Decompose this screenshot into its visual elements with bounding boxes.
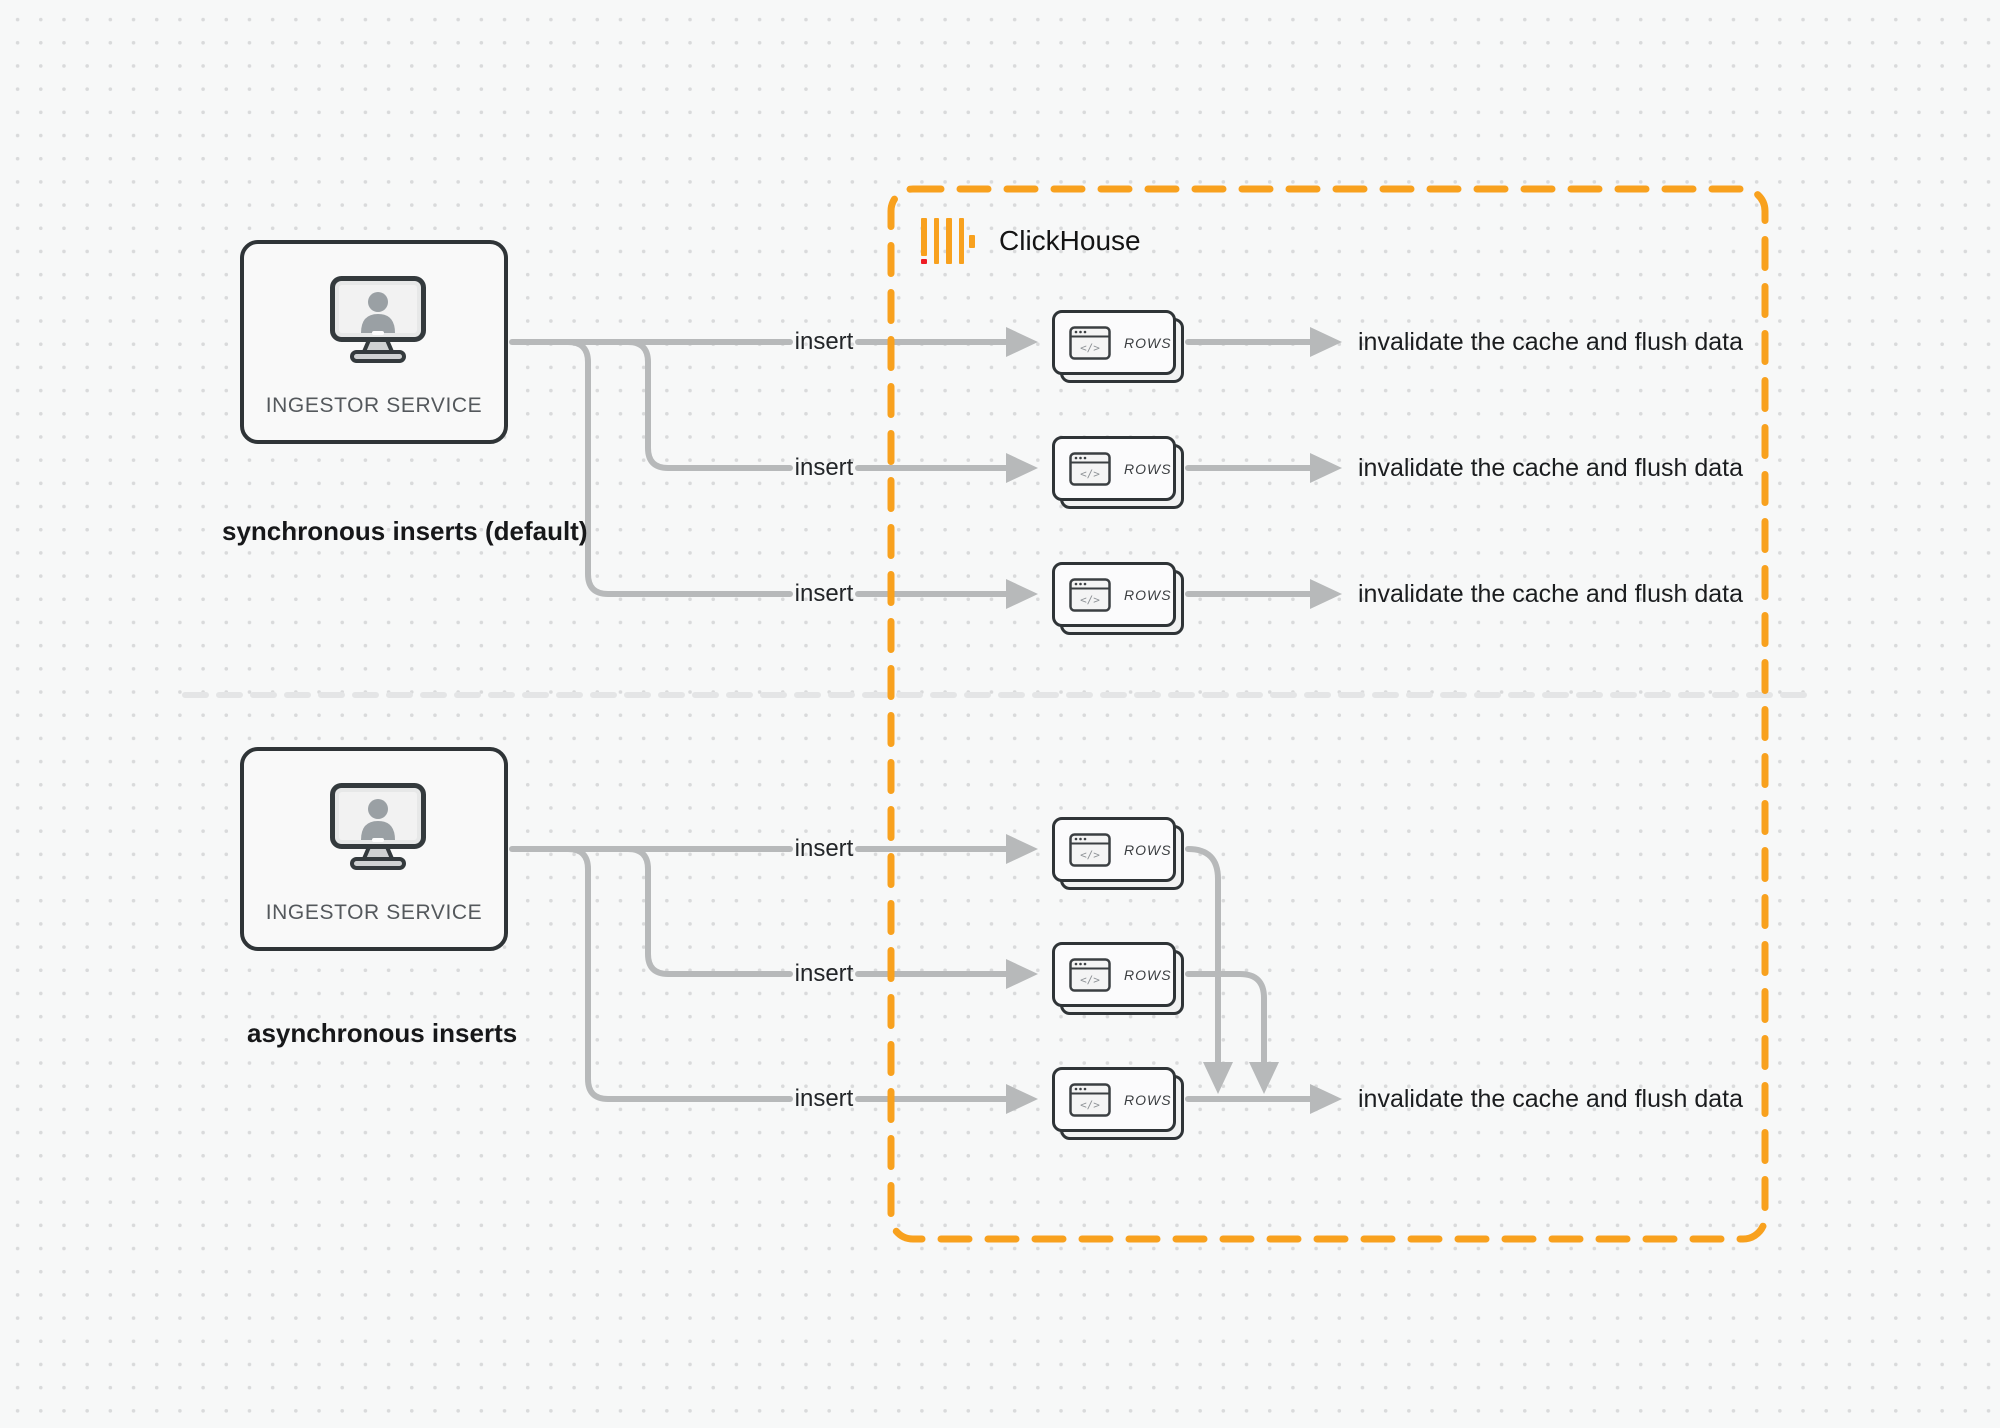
code-window-icon: </> (1069, 1082, 1111, 1117)
rows-card-async-3: </> ROWS (1052, 1067, 1184, 1140)
rows-card-label: ROWS (1124, 1091, 1172, 1108)
svg-text:</>: </> (1080, 467, 1100, 480)
sync-branch-3 (565, 339, 793, 597)
clickhouse-bars-icon (921, 218, 981, 264)
clickhouse-wordmark: ClickHouse (999, 225, 1141, 256)
insert-label-async-1: insert (794, 835, 854, 862)
async-connectors (509, 846, 1315, 1102)
service-label-async: INGESTOR SERVICE (265, 901, 483, 924)
rows-card-label: ROWS (1124, 966, 1172, 983)
rows-card-sync-1: </> ROWS (1052, 310, 1184, 383)
svg-text:</>: </> (1080, 848, 1100, 861)
async-branch-2 (625, 846, 793, 977)
async-arrowheads (1006, 834, 1342, 1114)
code-window-icon: </> (1069, 957, 1111, 992)
code-window-icon: </> (1069, 832, 1111, 867)
ingestor-service-box-async: INGESTOR SERVICE (240, 747, 508, 951)
rows-card-sync-3: </> ROWS (1052, 562, 1184, 635)
clickhouse-red-pixel (921, 258, 927, 264)
rows-card-label: ROWS (1124, 334, 1172, 351)
invalidate-label-sync-3: invalidate the cache and flush data (1358, 580, 1743, 608)
insert-label-sync-3: insert (794, 580, 854, 607)
async-branch-3 (565, 846, 793, 1102)
svg-text:</>: </> (1080, 973, 1100, 986)
code-window-icon: </> (1069, 451, 1111, 486)
rows-card-label: ROWS (1124, 586, 1172, 603)
async-merge-line-2 (1185, 971, 1267, 1065)
svg-text:</>: </> (1080, 593, 1100, 606)
svg-text:</>: </> (1080, 1098, 1100, 1111)
clickhouse-logo: ClickHouse (921, 217, 1141, 265)
sync-branch-2 (625, 339, 793, 471)
svg-text:</>: </> (1080, 341, 1100, 354)
rows-card-label: ROWS (1124, 460, 1172, 477)
code-window-icon: </> (1069, 577, 1111, 612)
rows-card-sync-2: </> ROWS (1052, 436, 1184, 509)
rows-card-async-2: </> ROWS (1052, 942, 1184, 1015)
invalidate-label-sync-1: invalidate the cache and flush data (1358, 328, 1743, 356)
sync-section-title: synchronous inserts (default) (222, 516, 588, 546)
insert-label-sync-2: insert (794, 454, 854, 481)
code-window-icon: </> (1069, 325, 1111, 360)
insert-label-async-2: insert (794, 960, 854, 987)
monitor-user-icon (330, 783, 426, 870)
insert-label-sync-1: insert (794, 328, 854, 355)
sync-connectors (509, 339, 1315, 597)
invalidate-label-sync-2: invalidate the cache and flush data (1358, 454, 1743, 482)
rows-card-label: ROWS (1124, 841, 1172, 858)
clickhouse-boundary-box (887, 185, 1769, 1243)
sync-arrowheads (1006, 327, 1342, 609)
invalidate-label-async: invalidate the cache and flush data (1358, 1085, 1743, 1113)
service-label-sync: INGESTOR SERVICE (265, 394, 483, 417)
monitor-user-icon (330, 276, 426, 363)
insert-label-async-3: insert (794, 1085, 854, 1112)
ingestor-service-box-sync: INGESTOR SERVICE (240, 240, 508, 444)
rows-card-async-1: </> ROWS (1052, 817, 1184, 890)
async-merge-line-1 (1185, 846, 1221, 1065)
async-section-title: asynchronous inserts (247, 1018, 518, 1048)
